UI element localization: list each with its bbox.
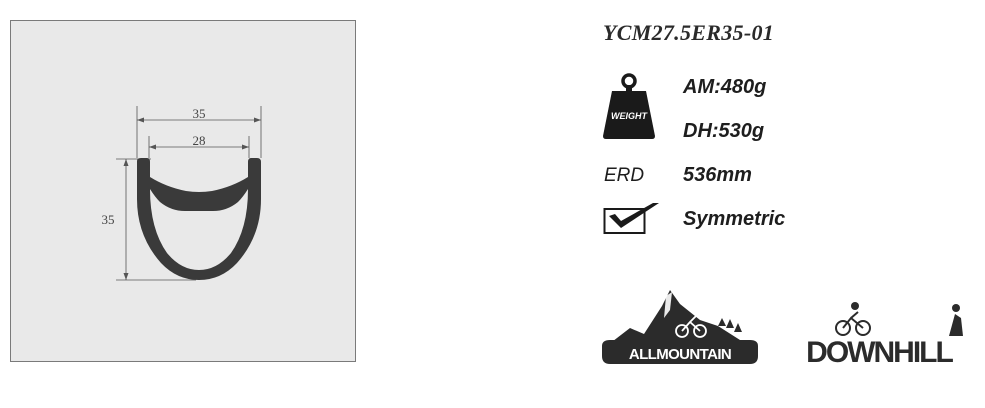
model-name: YCM27.5ER35-01 <box>603 20 775 45</box>
weight-icon: WEIGHT <box>601 72 657 147</box>
weight-badge-text: WEIGHT <box>611 111 648 121</box>
erd-value: 536mm <box>683 164 752 186</box>
checkbox-checked-icon <box>603 201 661 240</box>
erd-label: ERD <box>604 165 645 186</box>
rim-profile-shape <box>137 158 261 280</box>
outer-width-label: 35 <box>193 106 206 121</box>
downhill-text: DOWNHILL <box>806 336 953 368</box>
depth-label: 35 <box>102 212 115 227</box>
rim-cross-section-diagram: 35 28 35 <box>102 106 262 281</box>
downhill-logo: DOWNHILL <box>785 296 975 373</box>
allmountain-logo: ALLMOUNTAIN <box>600 286 760 373</box>
am-weight: AM:480g <box>683 76 767 98</box>
rim-profile-panel: 35 28 35 <box>10 20 356 362</box>
allmountain-text: ALLMOUNTAIN <box>629 346 731 363</box>
dh-weight: DH:530g <box>683 120 765 142</box>
inner-width-label: 28 <box>193 133 206 148</box>
profile-type: Symmetric <box>683 208 786 230</box>
